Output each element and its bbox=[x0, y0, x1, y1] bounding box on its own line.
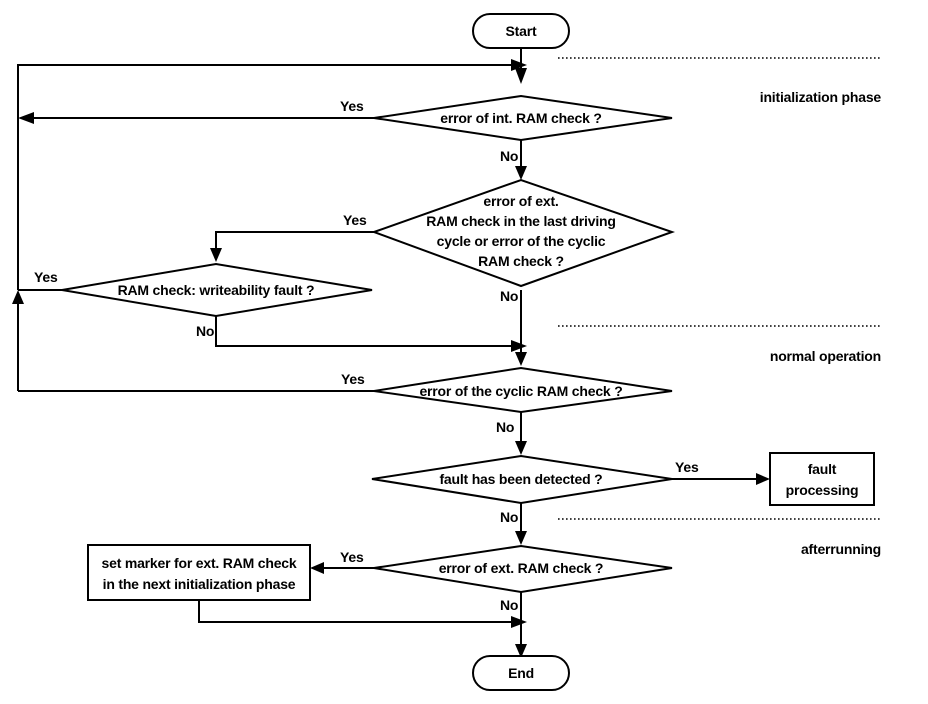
phase-label-afterrunning: afterrunning bbox=[801, 541, 881, 557]
decision-fault-detected: fault has been detected ? bbox=[371, 454, 673, 505]
no-label-fault: No bbox=[500, 509, 518, 525]
end-label: End bbox=[508, 665, 534, 681]
decision-ext-last-line-1: error of ext. bbox=[483, 193, 558, 209]
yes-label-ext-ram: Yes bbox=[340, 549, 364, 565]
arrowhead-into-end bbox=[515, 644, 527, 658]
decision-fault-label: fault has been detected ? bbox=[439, 471, 602, 487]
arrowhead-int-yes bbox=[18, 112, 34, 124]
yes-label-writeability: Yes bbox=[34, 269, 58, 285]
decision-ext-ram-check: error of ext. RAM check ? bbox=[373, 544, 673, 594]
arrowhead-into-writeability bbox=[210, 248, 222, 262]
set-marker-line-2: in the next initialization phase bbox=[103, 576, 296, 592]
connector-marker-merge bbox=[198, 600, 511, 623]
connector-loop-top bbox=[17, 64, 511, 290]
no-label-ext-ram: No bbox=[500, 597, 518, 613]
decision-writeability-label: RAM check: writeability fault ? bbox=[118, 282, 315, 298]
process-fault-processing: fault processing bbox=[769, 452, 875, 506]
decision-ext-ram-last-cycle: error of ext. RAM check in the last driv… bbox=[371, 178, 676, 288]
start-terminal: Start bbox=[472, 13, 570, 49]
decision-int-ram-label: error of int. RAM check ? bbox=[440, 110, 601, 126]
yes-label-ext-last: Yes bbox=[343, 212, 367, 228]
phase-label-initialization: initialization phase bbox=[760, 89, 882, 105]
yes-label-int-ram: Yes bbox=[340, 98, 364, 114]
arrowhead-into-set-marker bbox=[310, 562, 324, 574]
process-set-marker: set marker for ext. RAM check in the nex… bbox=[87, 544, 311, 601]
decision-writeability-fault: RAM check: writeability fault ? bbox=[61, 262, 373, 318]
no-label-writeability: No bbox=[196, 323, 214, 339]
end-terminal: End bbox=[472, 655, 570, 691]
arrowhead-loop-up bbox=[12, 290, 24, 304]
fault-processing-line-1: fault bbox=[808, 461, 837, 477]
fault-processing-line-2: processing bbox=[786, 482, 859, 498]
arrowhead-into-ext-last bbox=[515, 166, 527, 180]
decision-cyclic-ram-check: error of the cyclic RAM check ? bbox=[373, 366, 673, 414]
arrowhead-loop-top bbox=[511, 59, 527, 71]
no-label-cyclic: No bbox=[496, 419, 514, 435]
yes-label-cyclic: Yes bbox=[341, 371, 365, 387]
arrowhead-into-ext-check bbox=[515, 531, 527, 545]
arrowhead-into-fault bbox=[515, 441, 527, 455]
connector-writeability-no bbox=[215, 316, 511, 347]
yes-label-fault: Yes bbox=[675, 459, 699, 475]
no-label-ext-last: No bbox=[500, 288, 518, 304]
decision-ext-last-line-4: RAM check ? bbox=[478, 253, 564, 269]
decision-ext-ram-label: error of ext. RAM check ? bbox=[439, 560, 604, 576]
decision-cyclic-label: error of the cyclic RAM check ? bbox=[419, 383, 622, 399]
decision-ext-last-line-3: cycle or error of the cyclic bbox=[437, 233, 606, 249]
start-label: Start bbox=[506, 23, 537, 39]
no-label-int-ram: No bbox=[500, 148, 518, 164]
decision-int-ram-check: error of int. RAM check ? bbox=[373, 94, 673, 142]
arrowhead-into-int-check bbox=[515, 68, 527, 84]
connector-ext-last-yes bbox=[215, 231, 374, 250]
set-marker-line-1: set marker for ext. RAM check bbox=[102, 555, 297, 571]
phase-label-normal: normal operation bbox=[770, 348, 881, 364]
arrowhead-into-fault-processing bbox=[756, 473, 770, 485]
decision-ext-last-line-2: RAM check in the last driving bbox=[426, 213, 615, 229]
arrowhead-writeability-no bbox=[511, 340, 527, 352]
arrowhead-marker-merge bbox=[511, 616, 527, 628]
arrowhead-into-cyclic bbox=[515, 352, 527, 366]
